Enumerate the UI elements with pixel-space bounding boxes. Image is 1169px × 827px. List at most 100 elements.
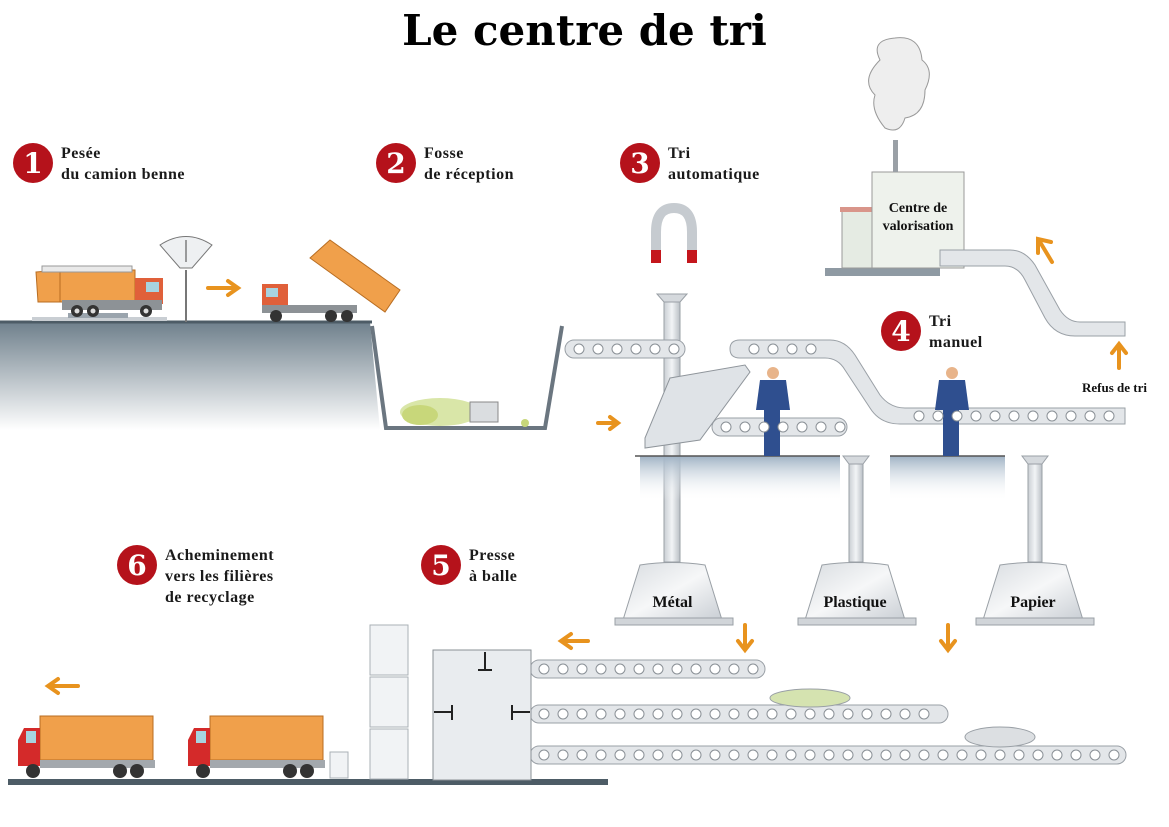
bin-label-metal: Métal xyxy=(652,594,693,611)
step-label: à balle xyxy=(469,568,518,585)
arrow-down-2 xyxy=(939,623,957,654)
conveyor-roller xyxy=(671,663,683,675)
conveyor-roller xyxy=(1065,410,1077,422)
conveyor-roller xyxy=(747,663,759,675)
conveyor-roller xyxy=(747,708,759,720)
conveyor-roller xyxy=(1070,749,1082,761)
conveyor-roller xyxy=(834,421,846,433)
conveyor-roller xyxy=(576,708,588,720)
conveyor-roller xyxy=(767,343,779,355)
conveyor-roller xyxy=(918,708,930,720)
conveyor-roller xyxy=(861,708,873,720)
step-label: Tri xyxy=(929,313,952,330)
conveyor-roller xyxy=(766,708,778,720)
conveyor-roller xyxy=(592,343,604,355)
worker-1 xyxy=(756,367,790,456)
conveyor-roller xyxy=(595,708,607,720)
conveyor-roller xyxy=(538,708,550,720)
conveyor-roller xyxy=(932,410,944,422)
bin-label-paper: Papier xyxy=(1010,594,1056,611)
valorisation-label: Centre de valorisation xyxy=(872,200,964,236)
conveyor-roller xyxy=(785,749,797,761)
delivery-truck-1 xyxy=(18,715,155,778)
conveyor-roller xyxy=(595,749,607,761)
conveyor-roller xyxy=(709,749,721,761)
conveyor-roller xyxy=(671,749,683,761)
conveyor-roller xyxy=(557,708,569,720)
refus-conveyor xyxy=(939,249,1126,337)
arrow-down-1 xyxy=(736,623,754,654)
conveyor-roller xyxy=(913,410,925,422)
arrow-right-1 xyxy=(206,279,242,297)
garbage-truck-on-scale xyxy=(32,265,167,321)
work-platforms xyxy=(635,455,1005,501)
bin-plastic xyxy=(797,562,917,626)
conveyor-roller xyxy=(633,749,645,761)
arrow-left-1 xyxy=(557,632,590,650)
conveyor-roller xyxy=(728,749,740,761)
upper-ground xyxy=(0,320,380,430)
step-badge: 4 xyxy=(881,311,921,351)
conveyor-roller xyxy=(652,663,664,675)
conveyor-roller xyxy=(1108,749,1120,761)
delivery-truck-2 xyxy=(188,715,349,779)
conveyor-roller xyxy=(766,749,778,761)
arrow-left-2 xyxy=(44,677,80,695)
conveyor-roller xyxy=(842,749,854,761)
conveyor-roller xyxy=(747,749,759,761)
worker-2 xyxy=(935,367,969,456)
conveyor-roller xyxy=(671,708,683,720)
conveyor-roller xyxy=(595,663,607,675)
conveyor-roller xyxy=(538,749,550,761)
scale-dial xyxy=(159,236,213,322)
conveyor-roller xyxy=(777,421,789,433)
valorisation-line: valorisation xyxy=(882,219,954,234)
conveyor-roller xyxy=(758,421,770,433)
conveyor-roller xyxy=(1051,749,1063,761)
conveyor-roller xyxy=(690,749,702,761)
refus-label: Refus de tri xyxy=(1082,380,1147,395)
conveyor-roller xyxy=(538,663,550,675)
conveyor-roller xyxy=(614,708,626,720)
conveyor-roller xyxy=(748,343,760,355)
conveyor-roller xyxy=(975,749,987,761)
conveyor-roller xyxy=(668,343,680,355)
step-badge: 3 xyxy=(620,143,660,183)
conveyor-roller xyxy=(899,749,911,761)
diagram-title: Le centre de tri xyxy=(402,6,767,55)
bin-metal xyxy=(614,562,734,626)
conveyor-roller xyxy=(956,749,968,761)
step-badge: 6 xyxy=(117,545,157,585)
conveyor-roller xyxy=(989,410,1001,422)
conveyor-roller xyxy=(1013,749,1025,761)
conveyor-roller xyxy=(918,749,930,761)
conveyor-roller xyxy=(805,343,817,355)
conveyor-roller xyxy=(1046,410,1058,422)
reception-pit xyxy=(370,325,564,430)
conveyor-roller xyxy=(611,343,623,355)
conveyor-roller xyxy=(614,663,626,675)
conveyor-roller xyxy=(785,708,797,720)
conveyor-roller xyxy=(630,343,642,355)
magnet-icon xyxy=(651,202,697,263)
conveyor-roller xyxy=(1032,749,1044,761)
conveyor-roller xyxy=(786,343,798,355)
conveyor-roller xyxy=(633,663,645,675)
conveyor-roller xyxy=(728,663,740,675)
conveyor-roller xyxy=(937,749,949,761)
step-label: vers les filières xyxy=(165,568,274,585)
valorisation-line: Centre de xyxy=(888,201,948,216)
step-label: Fosse xyxy=(424,145,464,162)
conveyor-roller xyxy=(614,749,626,761)
screen-sorter xyxy=(644,364,751,449)
step-badge: 2 xyxy=(376,143,416,183)
step-badge: 5 xyxy=(421,545,461,585)
conveyor-roller xyxy=(1103,410,1115,422)
arrow-up-refus xyxy=(1110,340,1128,370)
step-label: Tri xyxy=(668,145,691,162)
